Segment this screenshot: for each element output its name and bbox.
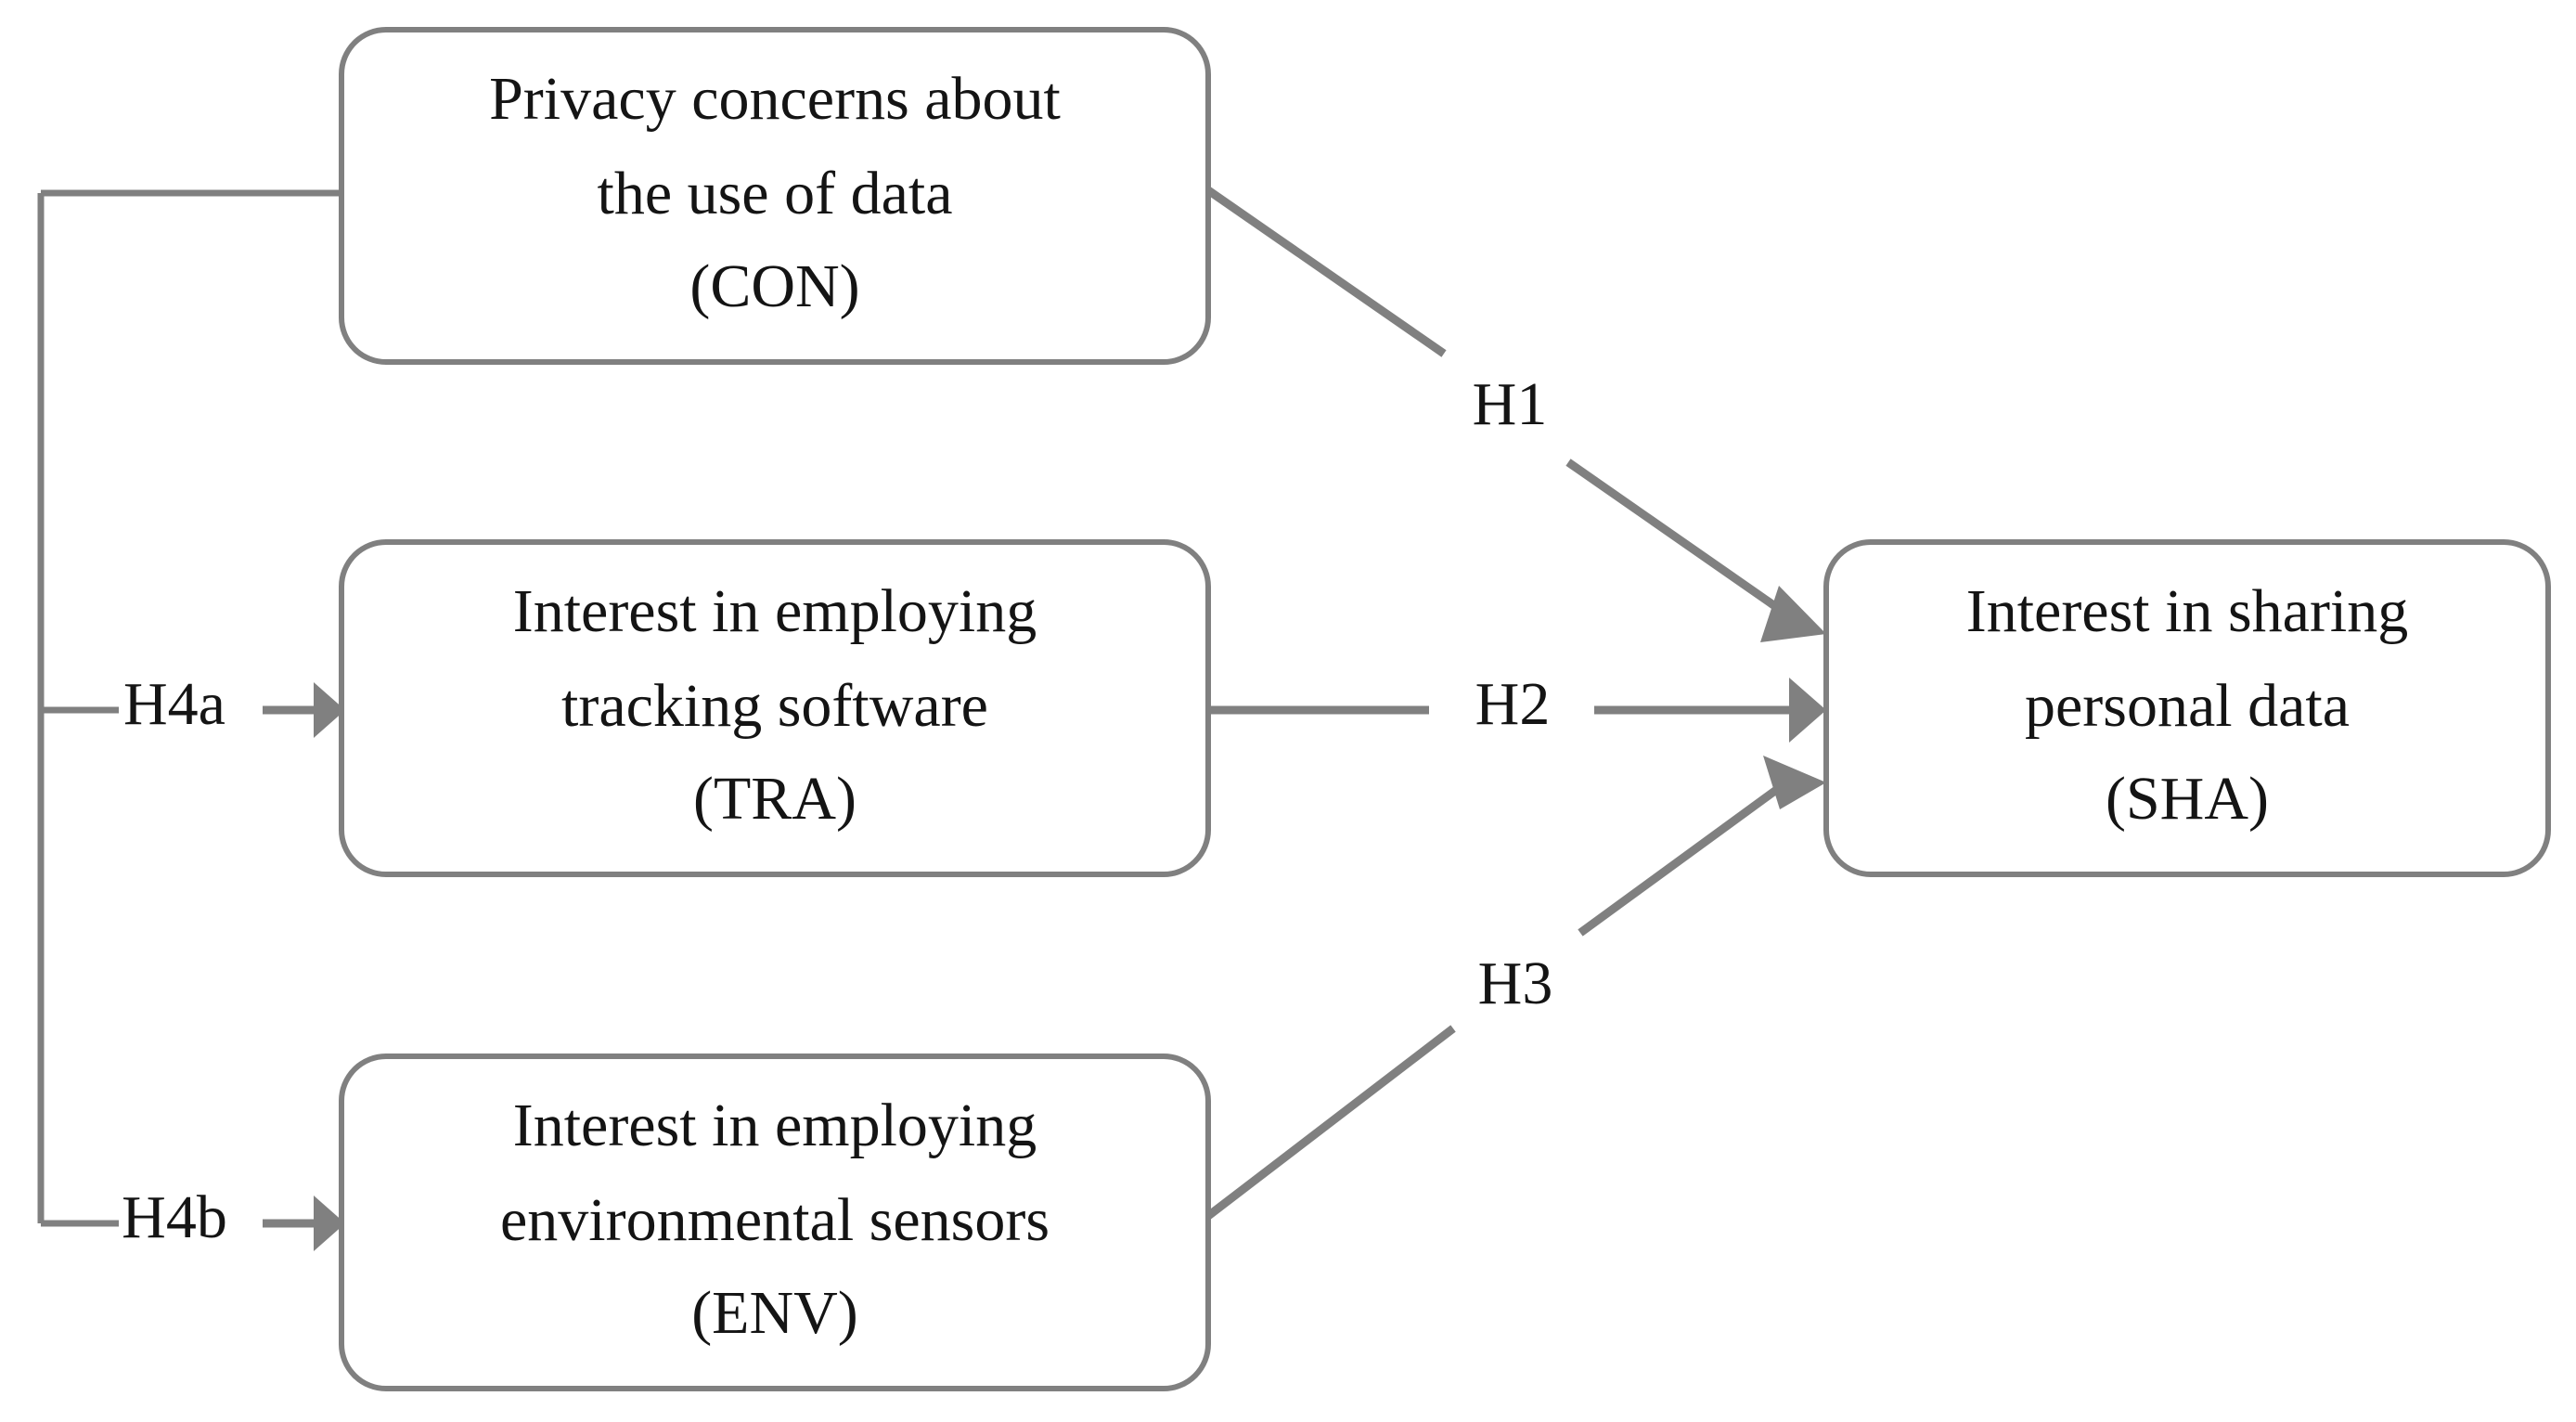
h3-arrow-shaft-lower — [1205, 1025, 1456, 1220]
construct-box-env-line2: environmental sensors — [500, 1186, 1050, 1254]
hypothesis-label-h1: H1 — [1473, 370, 1548, 438]
construct-box-env-rect[interactable] — [339, 1054, 1211, 1391]
construct-box-con-rect[interactable] — [339, 27, 1211, 365]
hypothesis-label-h4a: H4a — [123, 670, 225, 738]
construct-box-con-line2: the use of data — [597, 160, 952, 227]
construct-box-sha-code: (SHA) — [2106, 765, 2269, 833]
h1-arrow-shaft-lower — [1565, 459, 1794, 621]
h4b-arrow-head — [314, 1196, 345, 1251]
hypothesis-label-h2: H2 — [1475, 670, 1551, 738]
h3-arrow-group — [1205, 756, 1826, 1220]
h2-arrow-head — [1789, 678, 1826, 743]
h3-arrow-shaft-upper — [1578, 774, 1796, 937]
construct-box-tra-code: (TRA) — [693, 765, 857, 833]
h4-bracket-group — [37, 189, 341, 1227]
h3-arrow-head — [1763, 756, 1826, 809]
h4a-arrow-head — [314, 682, 345, 738]
h2-arrow-group — [1208, 678, 1826, 743]
construct-box-env-code: (ENV) — [691, 1279, 858, 1347]
construct-box-sha-line1: Interest in sharing — [1966, 577, 2409, 645]
h4b-arrow-group — [263, 1196, 345, 1251]
construct-box-con-code: (CON) — [689, 252, 859, 320]
construct-box-con[interactable]: Privacy concerns about the use of data (… — [339, 27, 1211, 365]
h4a-arrow-group — [263, 682, 345, 738]
construct-box-sha[interactable]: Interest in sharing personal data (SHA) — [1823, 539, 2551, 877]
construct-box-env-line1: Interest in employing — [513, 1092, 1037, 1159]
h1-arrow-group — [1205, 187, 1826, 642]
construct-box-con-line1: Privacy concerns about — [489, 65, 1061, 133]
hypothesis-label-h3: H3 — [1478, 950, 1553, 1017]
h1-arrow-head — [1760, 586, 1826, 642]
construct-box-tra-line1: Interest in employing — [513, 577, 1037, 645]
construct-box-sha-rect[interactable] — [1823, 539, 2551, 877]
h1-arrow-shaft-upper — [1205, 187, 1447, 357]
construct-box-tra-rect[interactable] — [339, 539, 1211, 877]
construct-box-sha-line2: personal data — [2025, 672, 2350, 740]
hypothesis-label-h4b: H4b — [122, 1183, 227, 1251]
construct-box-tra-line2: tracking software — [561, 672, 988, 740]
construct-box-tra[interactable]: Interest in employing tracking software … — [339, 539, 1211, 877]
construct-box-env[interactable]: Interest in employing environmental sens… — [339, 1054, 1211, 1391]
